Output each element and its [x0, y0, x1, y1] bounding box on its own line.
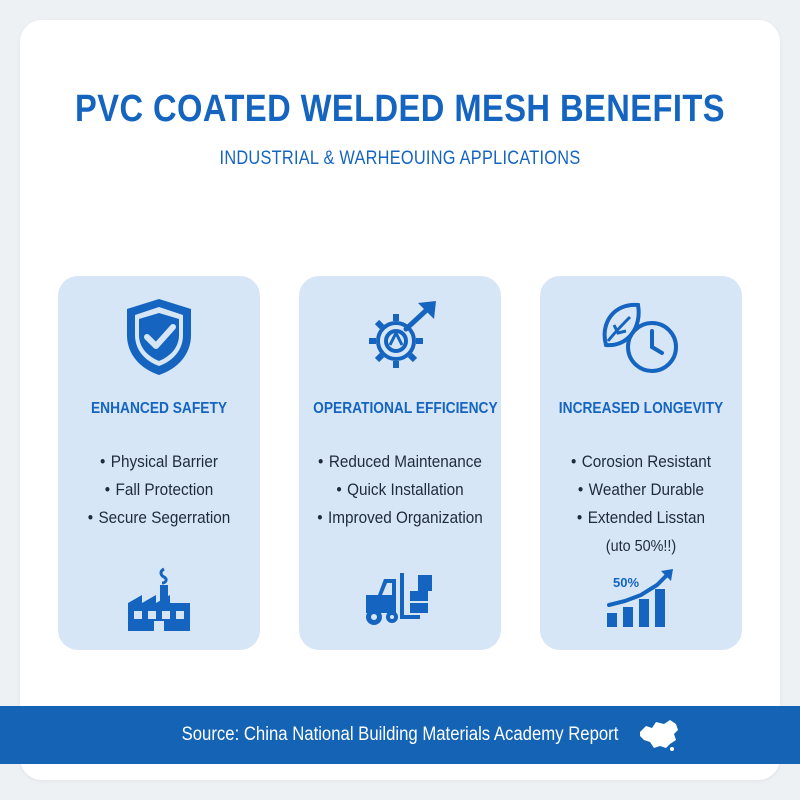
list-item: •Improved Organization	[317, 508, 483, 527]
list-item: •Quick Installation	[336, 480, 464, 499]
forklift-icon	[299, 564, 501, 634]
gear-arrow-icon	[299, 292, 501, 382]
card-operational-efficiency: OPERATIONAL EFFICIENCY •Reduced Maintena…	[299, 276, 501, 650]
growth-chart-icon: 50%	[540, 564, 742, 634]
shield-check-icon	[58, 292, 260, 382]
page-subtitle: INDUSTRIAL & WARHEOUING APPLICATIONS	[219, 148, 581, 169]
card-heading: ENHANCED SAFETY	[90, 400, 228, 417]
list-item: •Fall Protection	[104, 480, 214, 499]
china-map-icon	[636, 718, 682, 757]
benefit-list: •Corosion Resistant •Weather Durable •Ex…	[540, 448, 742, 532]
card-enhanced-safety: ENHANCED SAFETY •Physical Barrier •Fall …	[58, 276, 260, 650]
factory-icon	[58, 564, 260, 634]
growth-chart-label: 50%	[613, 575, 639, 590]
source-footer: Source: China National Building Material…	[0, 706, 800, 764]
card-increased-longevity: INCREASED LONGEVITY •Corosion Resistant …	[540, 276, 742, 650]
list-item: •Corosion Resistant	[570, 452, 712, 471]
card-heading: OPERATIONAL EFFICIENCY	[313, 400, 498, 417]
page-title: PVC COATED WELDED MESH BENEFITS	[74, 88, 726, 130]
list-item: •Weather Durable	[577, 480, 705, 499]
leaf-clock-icon	[540, 292, 742, 382]
list-item: •Reduced Maintenance	[318, 452, 482, 471]
list-item: •Extended Lisstan	[576, 508, 706, 527]
longevity-note: (uto 50%!!)	[605, 538, 677, 555]
benefit-list: •Reduced Maintenance •Quick Installation…	[299, 448, 501, 532]
card-heading: INCREASED LONGEVITY	[558, 400, 724, 417]
source-text: Source: China National Building Material…	[181, 724, 619, 745]
benefit-list: •Physical Barrier •Fall Protection •Secu…	[58, 448, 260, 532]
list-item: •Secure Segerration	[87, 508, 231, 527]
list-item: •Physical Barrier	[100, 452, 218, 471]
